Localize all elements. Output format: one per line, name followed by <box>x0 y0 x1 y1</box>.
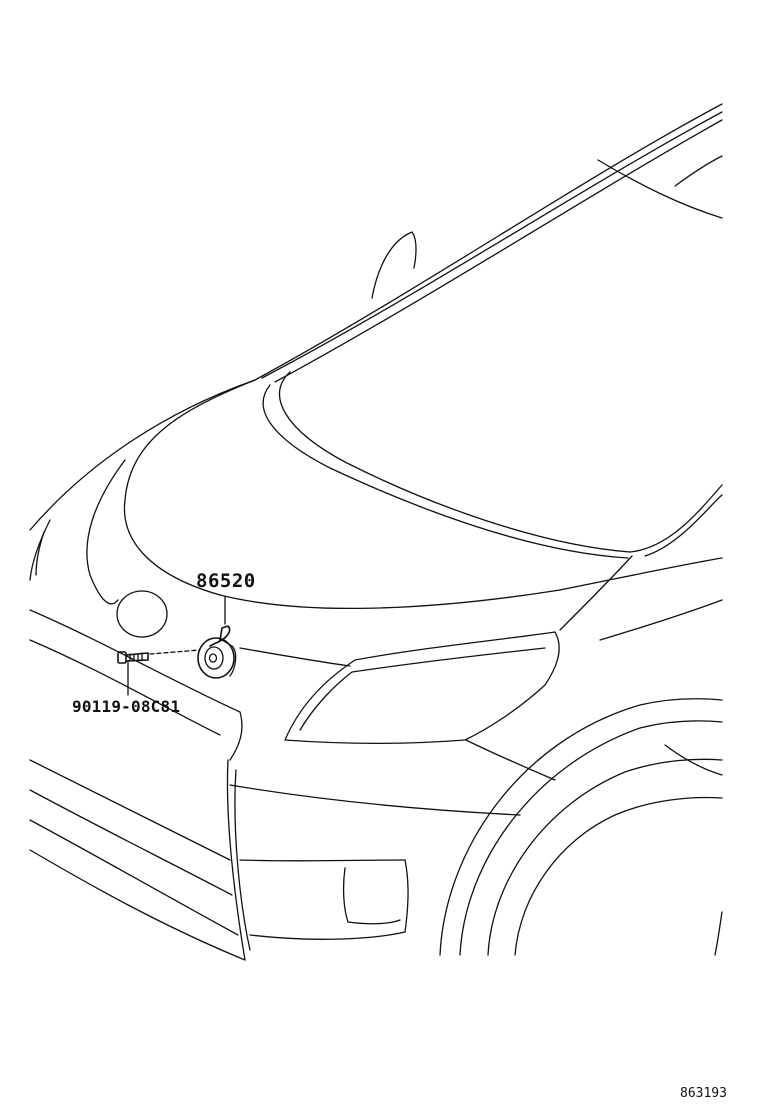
part-label-bolt[interactable]: 90119-08C81 <box>72 697 181 716</box>
headlight <box>239 631 560 745</box>
front-bumper <box>29 739 556 961</box>
leader-lines <box>127 596 226 696</box>
illustration-code: 863193 <box>680 1086 727 1101</box>
emblem <box>116 590 168 638</box>
side-mirror <box>371 231 417 299</box>
roof-outline <box>254 103 723 383</box>
part-label-horn[interactable]: 86520 <box>196 570 256 592</box>
windshield-base <box>262 371 723 559</box>
front-left-body <box>29 379 256 761</box>
bolt-icon <box>117 651 149 664</box>
horn-icon <box>197 625 237 679</box>
front-wheel <box>439 698 723 956</box>
hood <box>123 379 723 641</box>
